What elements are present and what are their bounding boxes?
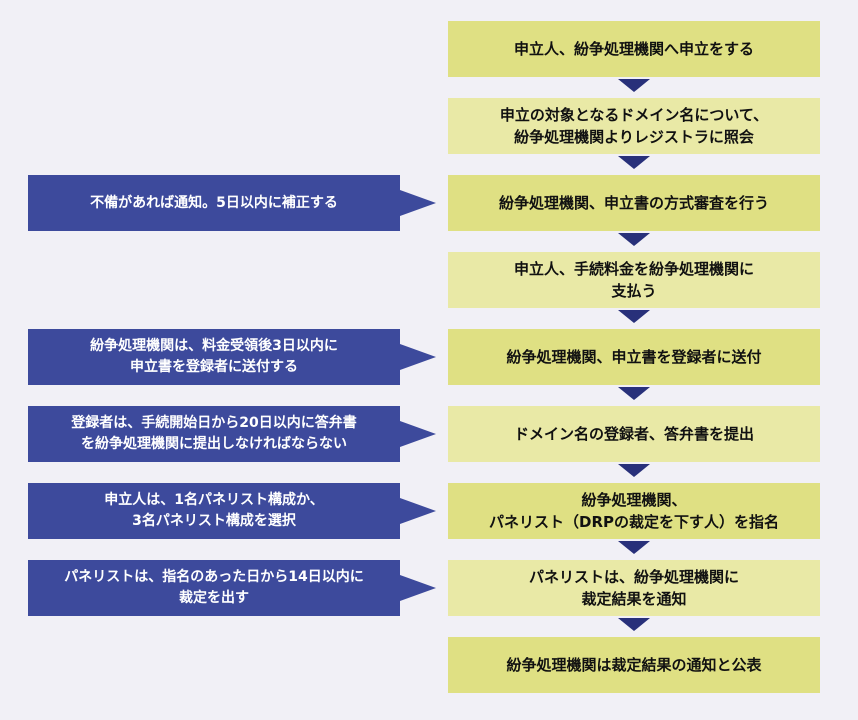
note-pointer-icon (400, 575, 436, 601)
note-pointer-icon (400, 421, 436, 447)
step-6-response-submitted: ドメイン名の登録者、答弁書を提出 (448, 406, 820, 462)
step-2-registrar-inquiry: 申立の対象となるドメイン名について、 紛争処理機関よりレジストラに照会 (448, 98, 820, 154)
flow-arrow-down-icon (618, 156, 650, 169)
note-pointer-icon (400, 498, 436, 524)
note-pointer-icon (400, 344, 436, 370)
note-decision-deadline: パネリストは、指名のあった日から14日以内に 裁定を出す (28, 560, 400, 616)
step-9-decision-published: 紛争処理機関は裁定結果の通知と公表 (448, 637, 820, 693)
flow-arrow-down-icon (618, 79, 650, 92)
step-3-format-review: 紛争処理機関、申立書の方式審査を行う (448, 175, 820, 231)
flow-arrow-down-icon (618, 310, 650, 323)
step-5-send-to-registrant: 紛争処理機関、申立書を登録者に送付 (448, 329, 820, 385)
flow-arrow-down-icon (618, 387, 650, 400)
step-7-panelist-appointed: 紛争処理機関、 パネリスト（DRPの裁定を下す人）を指名 (448, 483, 820, 539)
flow-arrow-down-icon (618, 618, 650, 631)
step-1-filing: 申立人、紛争処理機関へ申立をする (448, 21, 820, 77)
note-response-deadline: 登録者は、手続開始日から20日以内に答弁書 を紛争処理機関に提出しなければならな… (28, 406, 400, 462)
note-panel-choice: 申立人は、1名パネリスト構成か、 3名パネリスト構成を選択 (28, 483, 400, 539)
flow-arrow-down-icon (618, 233, 650, 246)
step-4-fee-payment: 申立人、手続料金を紛争処理機関に 支払う (448, 252, 820, 308)
flow-arrow-down-icon (618, 541, 650, 554)
note-pointer-icon (400, 190, 436, 216)
flow-arrow-down-icon (618, 464, 650, 477)
step-8-decision-notified: パネリストは、紛争処理機関に 裁定結果を通知 (448, 560, 820, 616)
note-sending-deadline: 紛争処理機関は、料金受領後3日以内に 申立書を登録者に送付する (28, 329, 400, 385)
note-correction-deadline: 不備があれば通知。5日以内に補正する (28, 175, 400, 231)
